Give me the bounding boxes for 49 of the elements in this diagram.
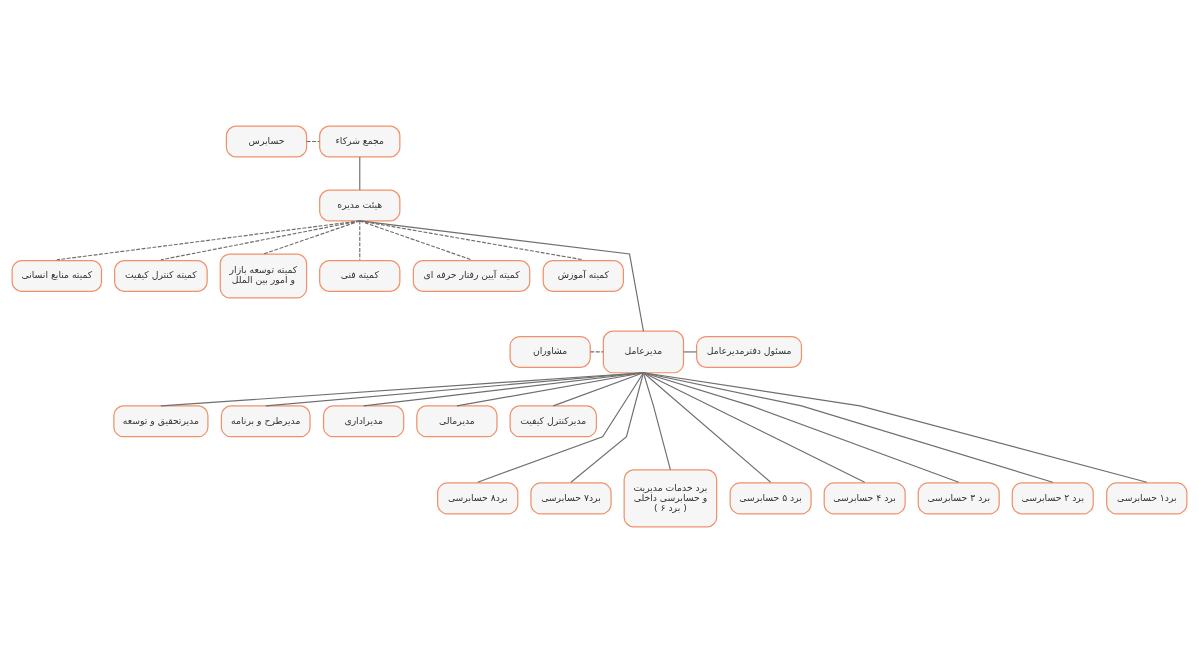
connector bbox=[682, 350, 697, 352]
node-box: مشاوران bbox=[509, 335, 591, 368]
connector bbox=[359, 219, 361, 260]
node-box: مدیرکنترل کیفیت bbox=[509, 404, 598, 437]
node-box: کمیته منابع انسانی bbox=[11, 259, 103, 292]
node-box: کمیته توسعه بازار و امور بین الملل bbox=[219, 252, 308, 299]
connector bbox=[160, 371, 645, 406]
connector bbox=[642, 371, 1148, 483]
node-box: مدیرتحقیق و توسعه bbox=[113, 404, 209, 437]
connector bbox=[642, 371, 866, 483]
connector bbox=[56, 219, 361, 260]
connector bbox=[262, 219, 361, 255]
node-box: مدیرمالی bbox=[416, 404, 498, 437]
node-box: کمیته کنترل کیفیت bbox=[114, 259, 208, 292]
connector bbox=[363, 371, 645, 406]
node-box: برد خدمات مدیریت و حسابرسی داخلی ( برد ۶ ) bbox=[623, 468, 718, 528]
connector bbox=[642, 371, 772, 483]
connector bbox=[359, 155, 361, 191]
node-box: کمیته آیین رفتار حرفه ای bbox=[412, 259, 531, 292]
connector bbox=[477, 371, 645, 483]
node-box: برد ۳ حسابرسی bbox=[917, 481, 1000, 514]
node-box: مدیرعامل bbox=[602, 330, 685, 373]
connector bbox=[642, 371, 671, 470]
node-box: برد۸ حسابرسی bbox=[437, 481, 519, 514]
node-box: مدیراداری bbox=[322, 404, 405, 437]
node-box: برد۷ حسابرسی bbox=[530, 481, 612, 514]
connector bbox=[359, 219, 473, 260]
connector bbox=[570, 371, 645, 483]
connector bbox=[642, 371, 1054, 483]
node-box: برد ۴ حسابرسی bbox=[823, 481, 906, 514]
node-box: مسئول دفترمدیرعامل bbox=[696, 335, 803, 368]
node-box: برد ۲ حسابرسی bbox=[1011, 481, 1094, 514]
node-box: برد ۵ حسابرسی bbox=[729, 481, 812, 514]
connector bbox=[456, 371, 645, 406]
connector bbox=[306, 140, 321, 142]
node-box: حسابرس bbox=[225, 124, 308, 158]
node-box: مجمع شرکاء bbox=[319, 124, 401, 158]
connector bbox=[589, 350, 604, 352]
connector bbox=[160, 219, 361, 260]
node-box: مدیرطرح و برنامه bbox=[220, 404, 311, 437]
node-box: هیئت مدیره bbox=[319, 188, 401, 221]
connector bbox=[359, 219, 645, 332]
node-box: کمیته فنی bbox=[319, 259, 401, 292]
node-box: کمیته آموزش bbox=[542, 259, 624, 292]
connector bbox=[359, 219, 584, 260]
connector bbox=[265, 371, 645, 406]
connector bbox=[642, 371, 960, 483]
connector bbox=[552, 371, 645, 406]
node-box: برد۱ حسابرسی bbox=[1106, 481, 1188, 514]
